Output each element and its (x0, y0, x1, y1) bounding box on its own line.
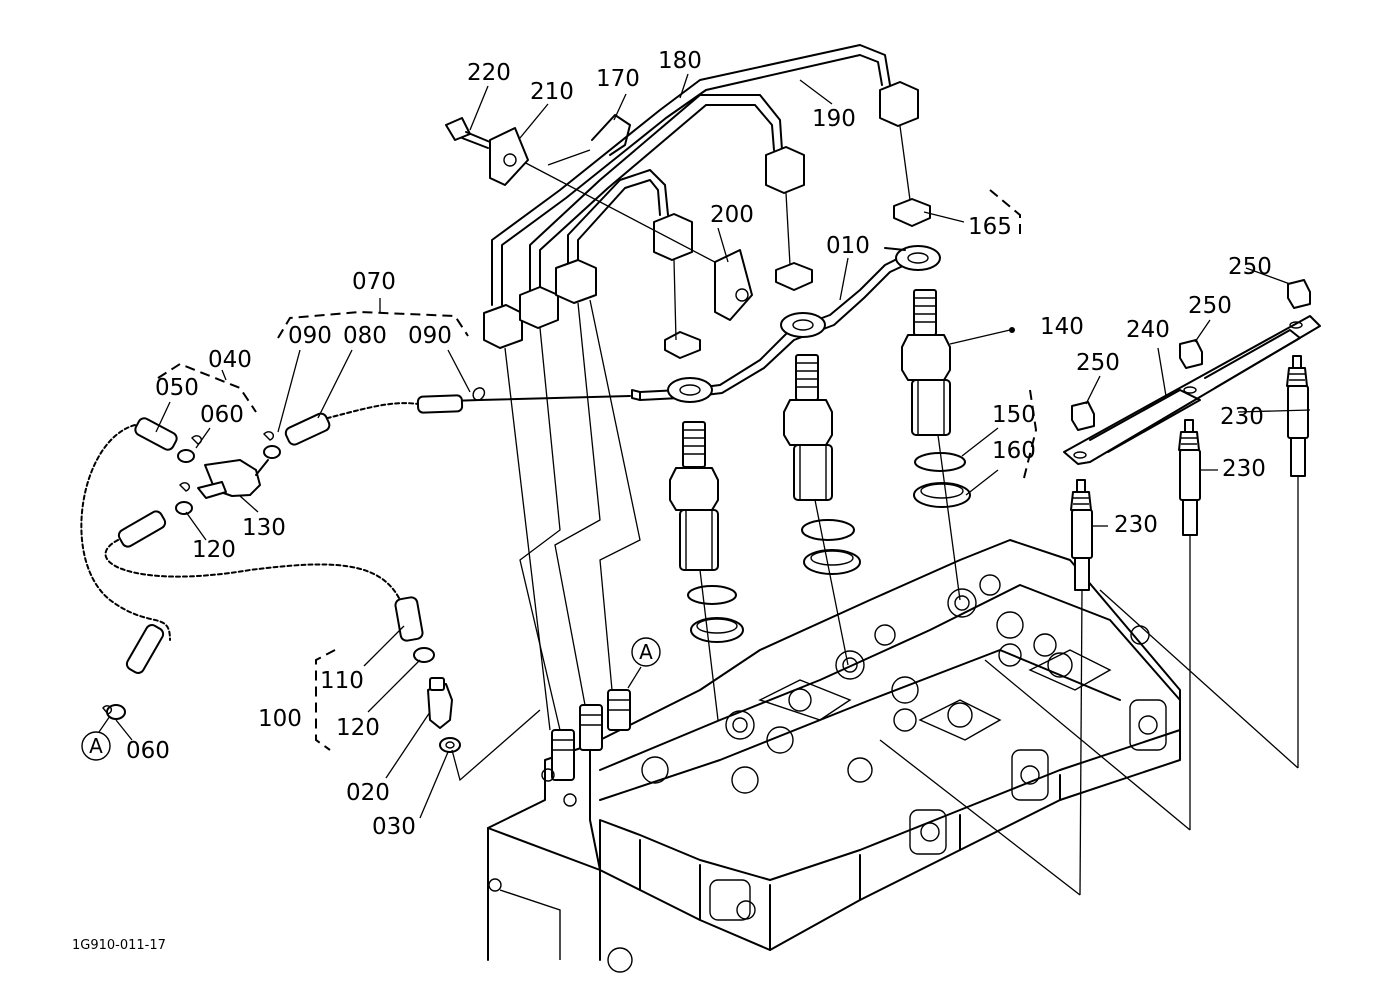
label-020: 020 (346, 780, 390, 806)
cylinder-head-block (487, 539, 1181, 973)
label-230-right: 230 (1220, 404, 1264, 430)
label-090-left: 090 (288, 323, 332, 349)
label-100: 100 (258, 706, 302, 732)
label-080: 080 (343, 323, 387, 349)
callout-circle-head (631, 637, 661, 667)
label-170: 170 (596, 66, 640, 92)
label-040: 040 (208, 347, 252, 373)
callout-a-markers: A A (81, 637, 661, 761)
label-240: 240 (1126, 317, 1170, 343)
callout-circle-lower-left (81, 731, 111, 761)
return-hose-assembly (80, 387, 631, 782)
leak-off-pipe (631, 245, 941, 403)
label-050: 050 (155, 375, 199, 401)
glow-plugs-and-lead (879, 279, 1321, 896)
label-130: 130 (242, 515, 286, 541)
drawing-code: 1G910-011-17 (72, 938, 166, 953)
label-060-lower: 060 (126, 738, 170, 764)
label-210: 210 (530, 79, 574, 105)
label-120-upper: 120 (192, 537, 236, 563)
label-250-left: 250 (1076, 350, 1120, 376)
callout-a-lower-left: A (89, 734, 103, 758)
label-200: 200 (710, 202, 754, 228)
clamp-assembly (445, 117, 753, 321)
label-leaders (98, 73, 1311, 819)
label-230-middle: 230 (1222, 456, 1266, 482)
label-060-upper: 060 (200, 402, 244, 428)
label-190: 190 (812, 106, 856, 132)
injection-pipes (483, 44, 919, 731)
label-030: 030 (372, 814, 416, 840)
label-120-lower: 120 (336, 715, 380, 741)
label-165: 165 (968, 214, 1012, 240)
label-220: 220 (467, 60, 511, 86)
label-070: 070 (352, 269, 396, 295)
label-150: 150 (992, 402, 1036, 428)
injector-nozzles (664, 125, 971, 721)
label-160: 160 (992, 438, 1036, 464)
part-labels: 220 210 170 180 190 200 165 010 140 070 … (126, 48, 1272, 840)
label-180: 180 (658, 48, 702, 74)
label-140: 140 (1040, 314, 1084, 340)
label-010: 010 (826, 233, 870, 259)
label-250-middle: 250 (1188, 293, 1232, 319)
callout-a-head: A (639, 640, 653, 664)
label-250-right: 250 (1228, 254, 1272, 280)
label-230-left: 230 (1114, 512, 1158, 538)
label-090-right: 090 (408, 323, 452, 349)
label-110: 110 (320, 668, 364, 694)
